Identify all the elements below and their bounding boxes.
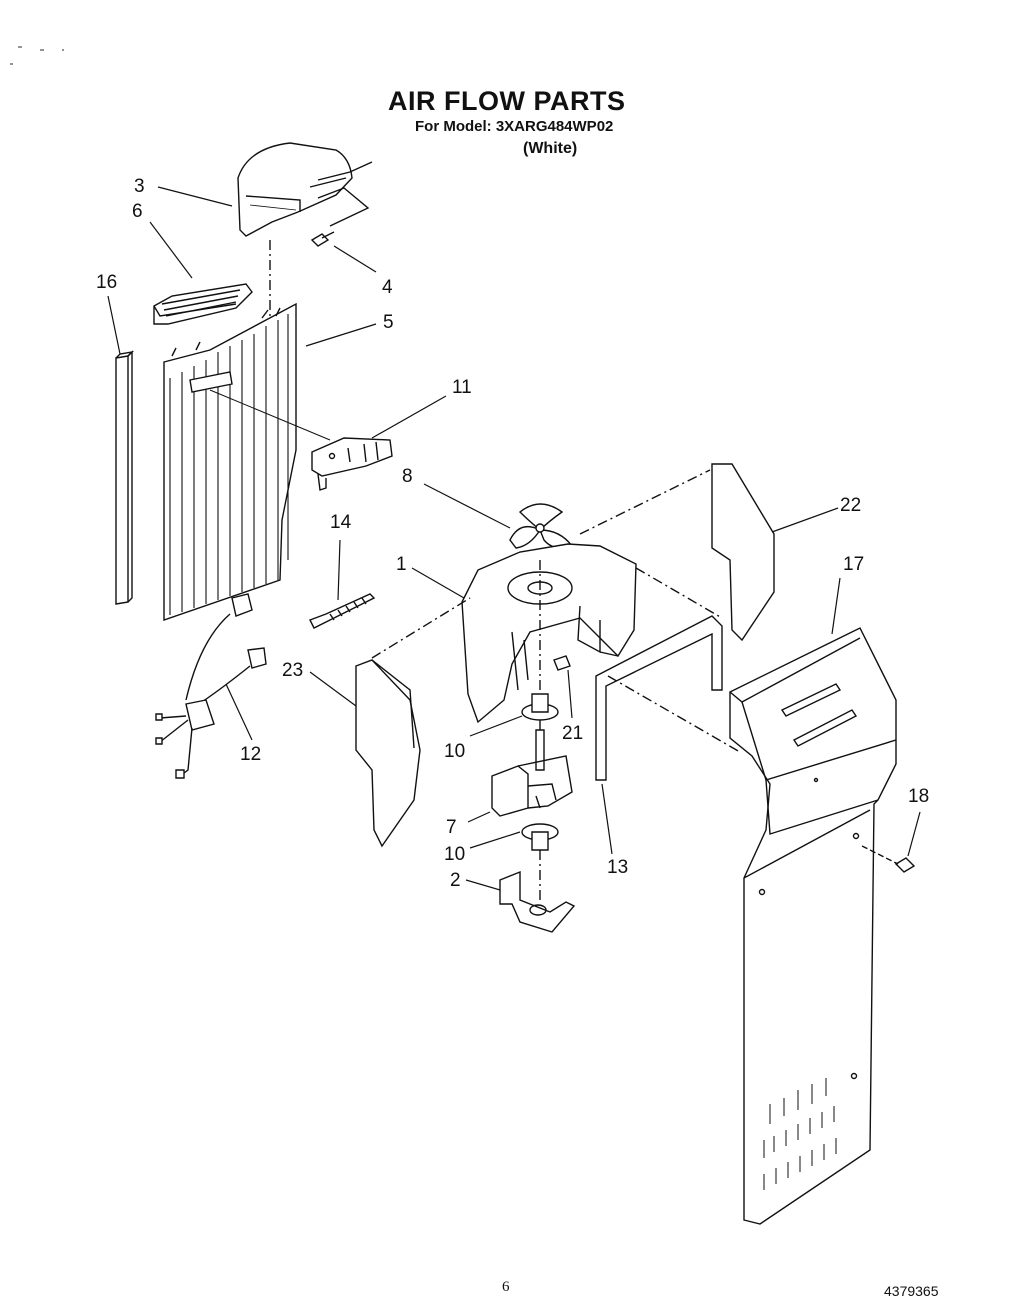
callout-11: 11 <box>452 377 472 398</box>
part-2-motor-bracket <box>500 850 574 932</box>
part-4-screw <box>312 232 334 246</box>
callout-21: 21 <box>562 723 584 744</box>
callout-22: 22 <box>840 495 862 516</box>
part-22-side-panel <box>580 464 774 640</box>
part-11-bracket <box>312 438 392 490</box>
part-10-bushing-upper <box>522 694 558 760</box>
part-6-grille <box>154 284 252 324</box>
callout-18: 18 <box>908 786 930 807</box>
callout-16: 16 <box>96 272 118 293</box>
callout-23: 23 <box>282 660 304 681</box>
part-23-side-panel <box>356 598 470 846</box>
part-3-shroud-cap <box>238 143 372 318</box>
callout-7: 7 <box>446 817 457 838</box>
callout-4: 4 <box>382 277 393 298</box>
callout-12: 12 <box>240 744 262 765</box>
callout-10-lower: 10 <box>444 844 466 865</box>
part-16-gasket <box>116 352 132 604</box>
callout-leaders <box>108 187 920 890</box>
part-21-screw <box>554 656 570 670</box>
callout-2: 2 <box>450 870 461 891</box>
diagram-title: AIR FLOW PARTS <box>388 86 626 116</box>
part-7-fan-motor <box>492 730 572 816</box>
part-12-wire-harness <box>156 594 266 778</box>
part-14-cable-tie <box>310 594 374 628</box>
part-17-rear-panel <box>608 568 896 1224</box>
callout-6: 6 <box>132 201 143 222</box>
part-10-bushing-lower <box>522 824 558 850</box>
color-variant: (White) <box>523 140 578 157</box>
part-1-fan-housing <box>462 544 636 722</box>
callout-17: 17 <box>843 554 865 575</box>
callout-8: 8 <box>402 466 413 487</box>
part-5-evaporator-cover <box>164 304 330 620</box>
callout-5: 5 <box>383 312 394 333</box>
part-18-screw <box>862 846 914 872</box>
document-number: 4379365 <box>884 1283 939 1299</box>
part-13-duct <box>596 616 722 780</box>
callout-10-upper: 10 <box>444 741 466 762</box>
model-line: For Model: 3XARG484WP02 <box>415 118 614 135</box>
page-number: 6 <box>502 1279 510 1295</box>
part-8-fan-blade <box>510 504 572 548</box>
callout-14: 14 <box>330 512 352 533</box>
callout-1: 1 <box>396 554 407 575</box>
callout-3: 3 <box>134 176 145 197</box>
callout-13: 13 <box>607 857 629 878</box>
scan-specks <box>10 47 64 64</box>
